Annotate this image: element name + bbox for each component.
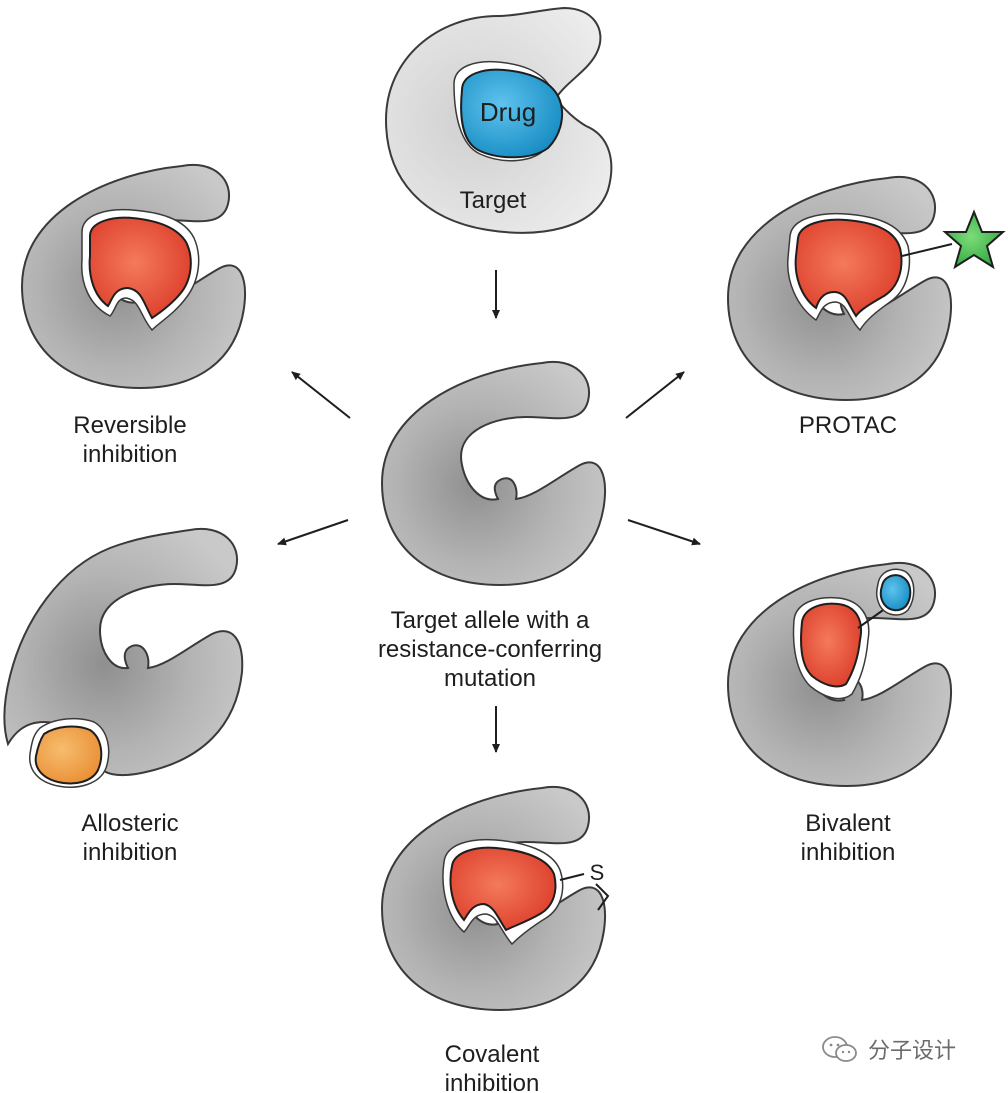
arrow-to-reversible: [291, 371, 351, 419]
bivalent-inhibition-label: Bivalent inhibition: [800, 810, 896, 866]
drug-molecule: [460, 68, 564, 159]
reversible-inhibitor: [88, 216, 192, 320]
bivalent-inhibitor-red: [800, 602, 862, 688]
mutant-target-protein: [381, 360, 606, 586]
covalent-bond-to-sulfur: [559, 873, 585, 881]
arrow-to-allosteric: [277, 519, 349, 546]
protac-label: PROTAC: [798, 412, 898, 439]
reversible-inhibition-label: Reversible inhibition: [73, 412, 187, 468]
e3-ligase-recruiter-star: [942, 209, 1006, 270]
bivalent-linker: [857, 607, 887, 629]
sulfur-atom-label: S: [589, 860, 605, 885]
protac-linker: [901, 243, 953, 257]
covalent-bond-to-cysteine: [595, 883, 610, 911]
target-label: Target: [459, 187, 527, 214]
drug-label: Drug: [479, 97, 537, 127]
bivalent-inhibitor-blue: [879, 574, 912, 612]
arrow-to-bivalent: [627, 519, 701, 546]
wechat-icon: [822, 1036, 857, 1062]
mutant-target-label: Target allele with a resistance-conferri…: [377, 607, 603, 692]
protac-warhead: [794, 218, 903, 318]
watermark: 分子设计: [820, 1034, 956, 1064]
watermark-text: 分子设计: [868, 1039, 957, 1064]
covalent-inhibitor: [449, 846, 557, 932]
allosteric-inhibitor: [34, 725, 103, 785]
allosteric-inhibition-label: Allosteric inhibition: [81, 810, 179, 866]
covalent-inhibition-label: Covalent inhibition: [444, 1041, 540, 1093]
arrow-to-protac: [625, 371, 685, 419]
